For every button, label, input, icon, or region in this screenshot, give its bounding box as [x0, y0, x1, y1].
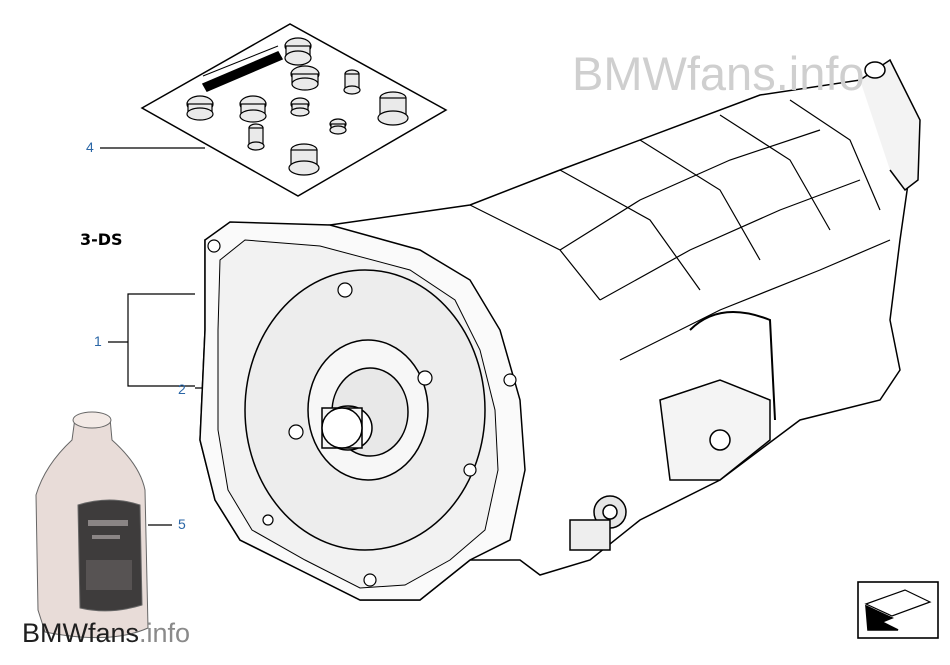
- watermark-top: BMWfans.info: [572, 47, 865, 100]
- callout-4[interactable]: 4: [86, 139, 94, 155]
- callout-2[interactable]: 2: [178, 381, 186, 397]
- watermark-bottom-main: BMWfans: [22, 618, 140, 648]
- callout-1[interactable]: 1: [94, 333, 102, 349]
- variant-label: 3-DS: [80, 230, 123, 249]
- watermark-bottom: BMWfans.info: [22, 618, 190, 649]
- watermark-bottom-suffix: .info: [139, 618, 191, 648]
- next-diagram-arrow-icon[interactable]: [857, 581, 939, 639]
- callout-5[interactable]: 5: [178, 516, 186, 532]
- transmission-assembly: [199, 58, 921, 601]
- oil-bottle: [35, 411, 149, 639]
- seal-kit-sheet: [140, 23, 448, 197]
